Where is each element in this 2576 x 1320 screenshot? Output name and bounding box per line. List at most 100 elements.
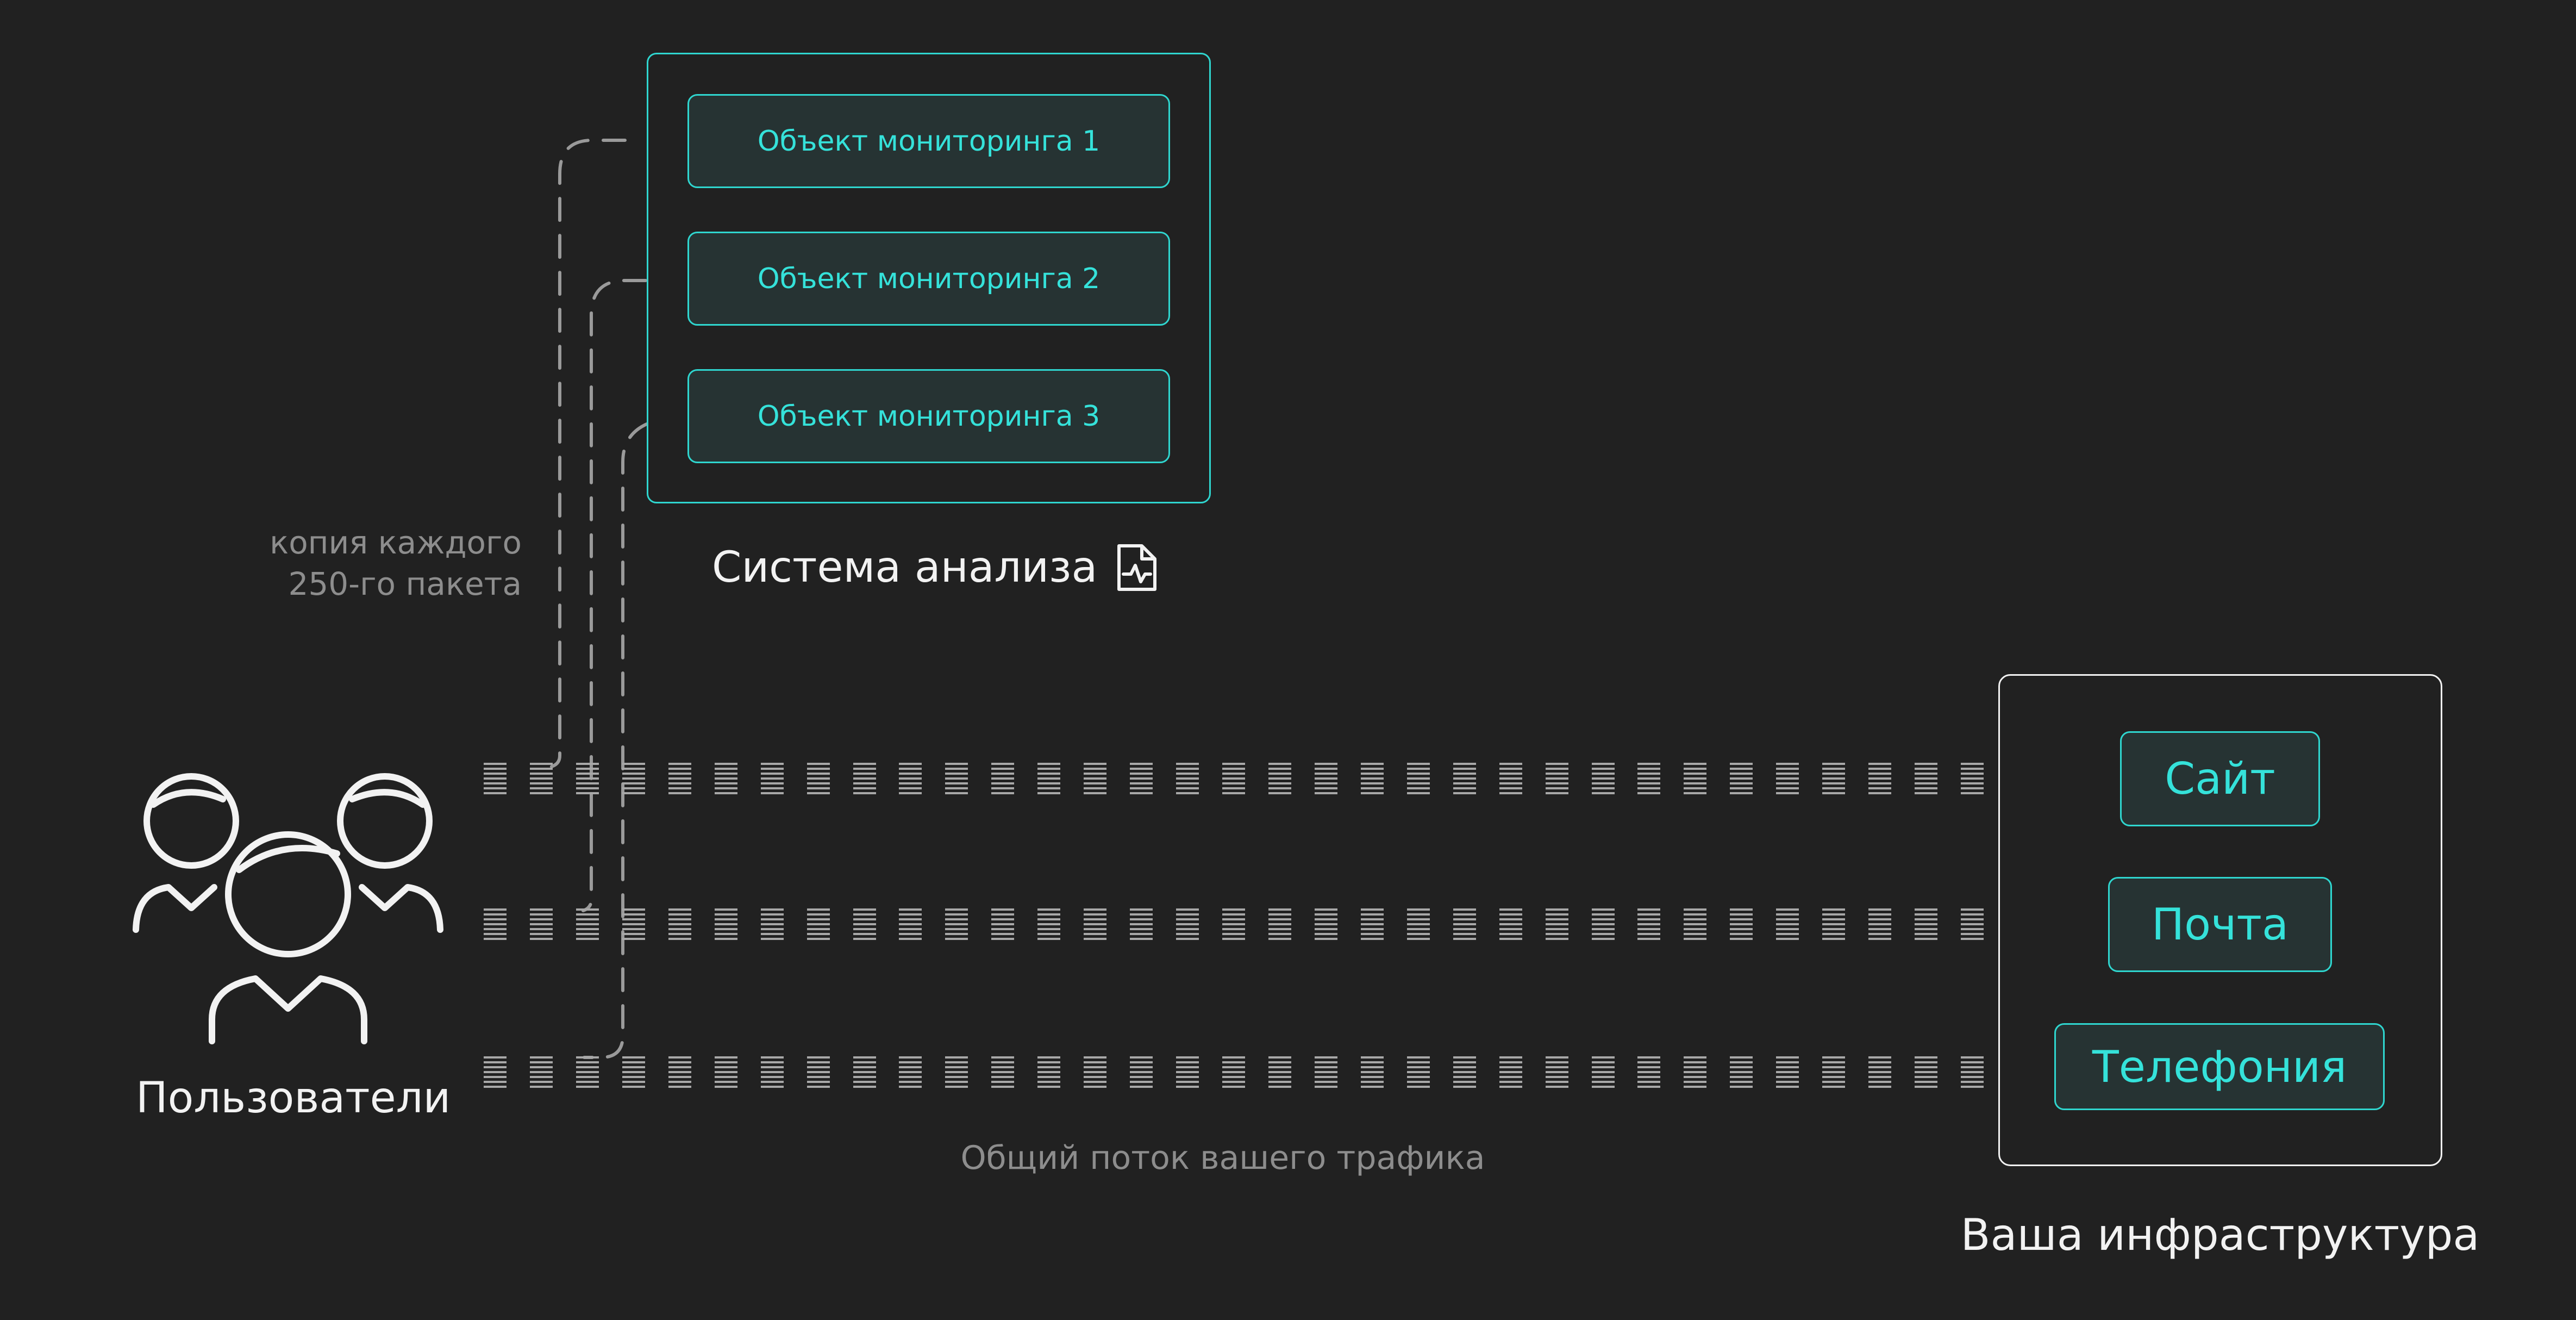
packet-lines-icon	[1222, 763, 1245, 794]
packet-lines-icon	[576, 1056, 599, 1088]
packet-lines-icon	[991, 763, 1015, 794]
packet-lines-icon	[1176, 763, 1199, 794]
packet-lines-icon	[1591, 908, 1615, 940]
packet-lines-icon	[1037, 763, 1061, 794]
packet-lines-icon	[1037, 1056, 1061, 1088]
packet-lines-icon	[668, 763, 691, 794]
monitoring-object-3-label: Объект мониторинга 3	[757, 400, 1101, 433]
packet-lines-icon	[1684, 1056, 1707, 1088]
packet-lines-icon	[760, 908, 784, 940]
traffic-label: Общий поток вашего трафика	[960, 1139, 1485, 1177]
packet-lines-icon	[1915, 908, 1938, 940]
packet-lines-icon	[622, 1056, 645, 1088]
analysis-system-frame	[647, 53, 1211, 503]
packet-lines-icon	[1684, 908, 1707, 940]
packet-lines-icon	[1499, 763, 1522, 794]
packet-lines-icon	[1130, 908, 1153, 940]
file-activity-icon	[1117, 544, 1157, 591]
copy-note-line-2: 250-го пакета	[288, 565, 522, 602]
packet-lines-icon	[806, 763, 830, 794]
packet-lines-icon	[1822, 763, 1846, 794]
packet-lines-icon	[1637, 763, 1661, 794]
packet-lines-icon	[1222, 908, 1245, 940]
packet-lines-icon	[1176, 1056, 1199, 1088]
packet-lines-icon	[1776, 763, 1799, 794]
packet-lines-icon	[1130, 763, 1153, 794]
service-mail-label: Почта	[2152, 899, 2289, 950]
copy-note-line-1: копия каждого	[270, 524, 522, 561]
packet-lines-icon	[1545, 763, 1568, 794]
packet-lines-icon	[529, 908, 553, 940]
packet-lines-icon	[1314, 763, 1337, 794]
packet-lines-icon	[1637, 1056, 1661, 1088]
packet-lines-icon	[668, 908, 691, 940]
packet-lines-icon	[806, 908, 830, 940]
packet-lines-icon	[529, 763, 553, 794]
packet-lines-icon	[760, 1056, 784, 1088]
packet-lines-icon	[1406, 763, 1430, 794]
packet-lines-icon	[1084, 908, 1107, 940]
packet-lines-icon	[1314, 908, 1337, 940]
packet-lines-icon	[853, 1056, 876, 1088]
packet-lines-icon	[1822, 1056, 1846, 1088]
packet-lines-icon	[899, 763, 922, 794]
packet-lines-icon	[1961, 1056, 1984, 1088]
packet-lines-icon	[991, 1056, 1015, 1088]
monitoring-object-2[interactable]: Объект мониторинга 2	[687, 232, 1170, 326]
packet-lines-icon	[899, 908, 922, 940]
packet-lines-icon	[714, 908, 737, 940]
packet-lines-icon	[1222, 1056, 1245, 1088]
packet-lines-icon	[853, 908, 876, 940]
packet-lines-icon	[991, 908, 1015, 940]
packet-lines-icon	[622, 908, 645, 940]
analysis-system-title-text: Система анализа	[712, 543, 1098, 592]
packet-lines-icon	[1084, 1056, 1107, 1088]
connector-to-object-1	[550, 139, 627, 768]
packet-lines-icon	[1314, 1056, 1337, 1088]
packet-lines-icon	[1176, 908, 1199, 940]
infrastructure-frame	[1998, 674, 2442, 1166]
packet-lines-icon	[1868, 1056, 1892, 1088]
monitoring-object-3[interactable]: Объект мониторинга 3	[687, 369, 1170, 463]
service-site[interactable]: Сайт	[2120, 731, 2320, 826]
packet-lines-icon	[714, 1056, 737, 1088]
packet-lines-icon	[622, 763, 645, 794]
monitoring-object-1-label: Объект мониторинга 1	[757, 124, 1101, 158]
infrastructure-title: Ваша инфраструктура	[1960, 1210, 2480, 1260]
traffic-row-3	[484, 1055, 1984, 1089]
packet-lines-icon	[1776, 908, 1799, 940]
packet-lines-icon	[1776, 1056, 1799, 1088]
packet-lines-icon	[714, 763, 737, 794]
copy-note: копия каждого 250-го пакета	[261, 522, 522, 605]
packet-lines-icon	[484, 908, 507, 940]
users-group-icon	[133, 773, 443, 1044]
packet-lines-icon	[806, 1056, 830, 1088]
packet-lines-icon	[760, 763, 784, 794]
traffic-row-2	[484, 907, 1984, 942]
service-telephony[interactable]: Телефония	[2054, 1023, 2385, 1110]
packet-lines-icon	[1360, 763, 1384, 794]
packet-lines-icon	[1499, 1056, 1522, 1088]
packet-lines-icon	[1915, 1056, 1938, 1088]
packet-lines-icon	[945, 908, 968, 940]
packet-lines-icon	[1591, 763, 1615, 794]
packet-lines-icon	[484, 1056, 507, 1088]
packet-lines-icon	[668, 1056, 691, 1088]
packet-lines-icon	[576, 908, 599, 940]
monitoring-object-2-label: Объект мониторинга 2	[757, 262, 1101, 295]
traffic-row-1	[484, 761, 1984, 796]
service-mail[interactable]: Почта	[2108, 877, 2332, 972]
packet-lines-icon	[1591, 1056, 1615, 1088]
packet-lines-icon	[1406, 1056, 1430, 1088]
packet-lines-icon	[1130, 1056, 1153, 1088]
connector-to-object-2	[582, 279, 647, 912]
packet-lines-icon	[1961, 763, 1984, 794]
packet-lines-icon	[1037, 908, 1061, 940]
packet-lines-icon	[853, 763, 876, 794]
packet-lines-icon	[1637, 908, 1661, 940]
packet-lines-icon	[1268, 1056, 1291, 1088]
monitoring-object-1[interactable]: Объект мониторинга 1	[687, 94, 1170, 188]
packet-lines-icon	[1684, 763, 1707, 794]
packet-lines-icon	[1360, 1056, 1384, 1088]
packet-lines-icon	[1822, 908, 1846, 940]
